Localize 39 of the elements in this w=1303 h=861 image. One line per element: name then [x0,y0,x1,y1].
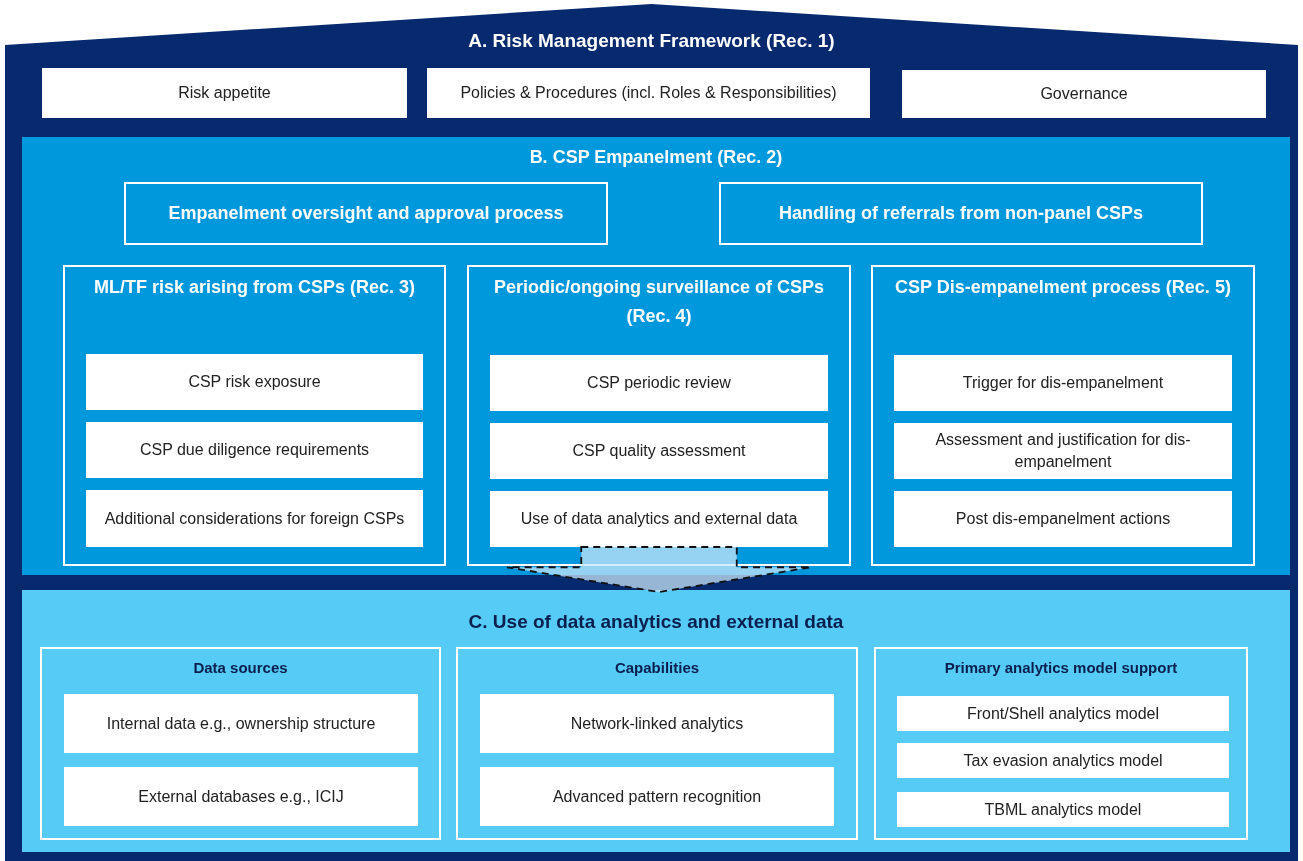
group-panel [871,265,1255,566]
section-panel [22,137,1290,575]
group-panel [63,265,446,566]
group-title: Capabilities [613,659,701,676]
section-title: B. CSP Empanelment (Rec. 2) [528,147,784,168]
text-box: Policies & Procedures (incl. Roles & Responsibilities) [427,68,870,118]
text-box: Front/Shell analytics model [897,696,1229,731]
group-title: CSP Dis-empanelment process (Rec. 5) [894,276,1232,299]
group-panel [467,265,851,566]
text-box: Advanced pattern recognition [480,767,834,826]
text-box: Assessment and justification for dis-empanelment [894,423,1232,479]
text-box: Governance [902,70,1266,118]
text-box: Network-linked analytics [480,694,834,753]
text-box: Use of data analytics and external data [490,491,828,547]
group-panel [456,647,858,840]
text-box: Internal data e.g., ownership structure [64,694,418,753]
block-arrow [506,546,812,593]
section-panel [22,590,1290,852]
group-panel [874,647,1248,840]
section-title: C. Use of data analytics and external data [467,611,845,633]
section-title: A. Risk Management Framework (Rec. 1) [467,30,836,52]
text-box: CSP due diligence requirements [86,422,423,478]
group-title: Data sources [192,659,289,676]
group-title: ML/TF risk arising from CSPs (Rec. 3) [92,276,417,299]
group-title: Primary analytics model support [943,659,1179,676]
group-panel [40,647,441,840]
text-box: CSP periodic review [490,355,828,411]
text-box: Tax evasion analytics model [897,743,1229,778]
text-box: CSP quality assessment [490,423,828,479]
text-box: Risk appetite [42,68,407,118]
text-box: Additional considerations for foreign CSPs [86,490,423,547]
text-box: Trigger for dis-empanelment [894,355,1232,411]
group-title: Periodic/ongoing surveillance of CSPs (Rec. 4) [492,276,826,328]
text-box: CSP risk exposure [86,354,423,410]
text-box: TBML analytics model [897,792,1229,827]
outlined-box: Empanelment oversight and approval process [124,182,608,245]
text-box: Post dis-empanelment actions [894,491,1232,547]
text-box: External databases e.g., ICIJ [64,767,418,826]
outlined-box: Handling of referrals from non-panel CSPs [719,182,1203,245]
